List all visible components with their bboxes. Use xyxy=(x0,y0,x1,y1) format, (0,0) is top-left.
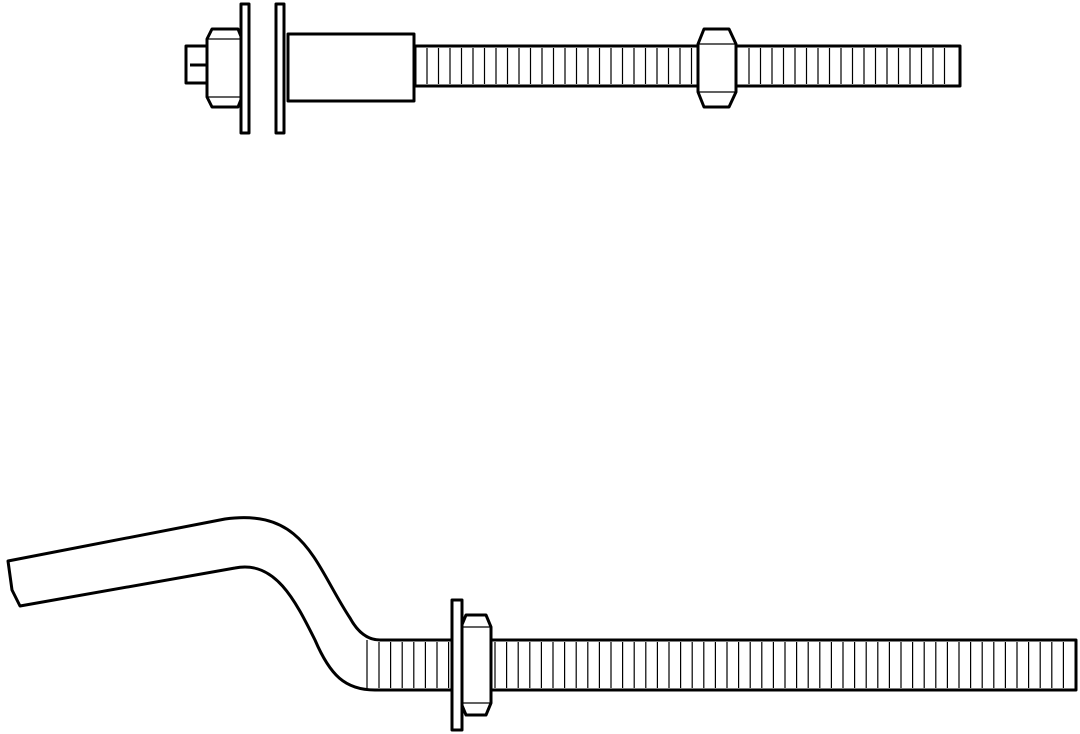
thread-lines xyxy=(426,48,946,84)
thread-lines xyxy=(378,642,1065,688)
washer xyxy=(450,598,464,732)
hex-nut xyxy=(696,27,738,109)
bent-end xyxy=(6,516,1078,692)
straight-threaded-rod xyxy=(184,2,962,135)
rod-tip-chamfer xyxy=(7,560,13,591)
washer xyxy=(239,2,251,135)
washer xyxy=(274,2,286,135)
hex-nut xyxy=(459,613,493,717)
sleeve xyxy=(286,32,416,103)
bent-anchor-bolt xyxy=(6,516,1078,732)
threaded-rod xyxy=(413,44,962,88)
hex-nut xyxy=(205,27,244,109)
